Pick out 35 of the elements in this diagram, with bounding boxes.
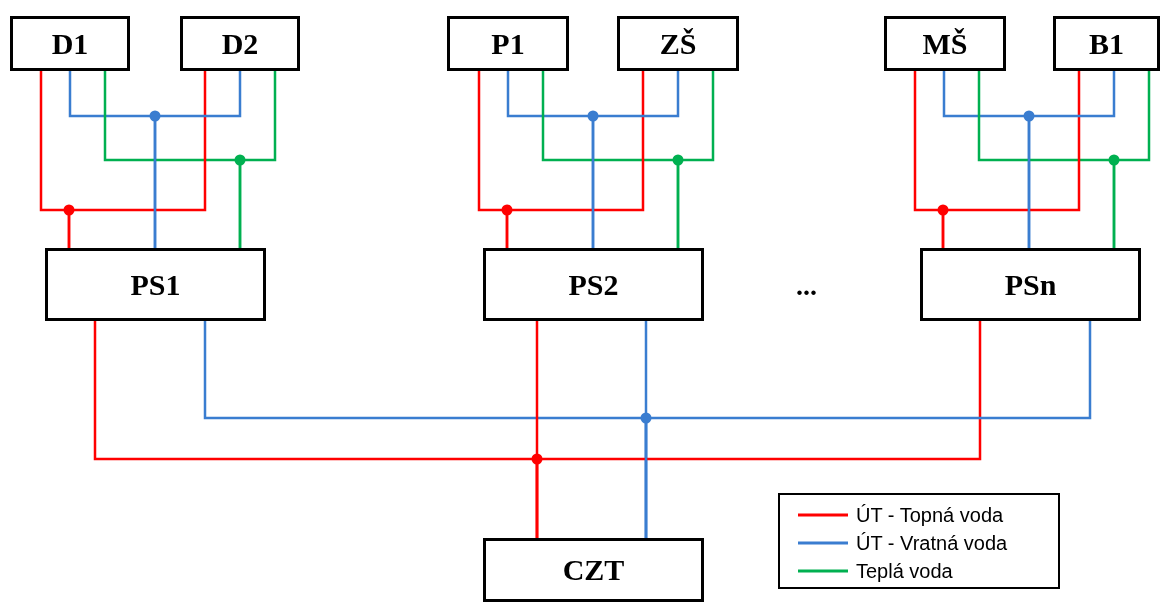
building-box <box>1053 16 1160 71</box>
pipe-line <box>676 71 715 248</box>
substation-box <box>920 248 1141 321</box>
pipe-line <box>591 71 680 248</box>
pipe-line <box>1027 71 1116 248</box>
building-box <box>447 16 569 71</box>
substation-box <box>45 248 266 321</box>
node-label: D1 <box>51 26 89 61</box>
pipe-line <box>153 71 242 248</box>
node-label: ZŠ <box>659 26 697 61</box>
legend-text: ÚT - Topná voda <box>856 503 1004 527</box>
pipe-line <box>644 321 1092 538</box>
building-box <box>180 16 300 71</box>
pipe-line <box>67 71 207 248</box>
building-box <box>617 16 739 71</box>
node-label: P1 <box>491 26 525 61</box>
substation-box <box>483 248 704 321</box>
node-label: B1 <box>1089 26 1124 61</box>
heat-source-box <box>483 538 704 602</box>
ellipsis-text: ... <box>796 270 817 302</box>
legend-text: ÚT - Vratná voda <box>856 531 1008 555</box>
node-label: CZT <box>562 553 625 587</box>
node-label: PS2 <box>568 267 619 302</box>
node-label: PSn <box>1004 267 1057 302</box>
node-label: MŠ <box>922 26 968 61</box>
pipe-line <box>941 71 1081 248</box>
building-box <box>884 16 1006 71</box>
node-label: D2 <box>221 26 259 61</box>
pipe-line <box>535 321 982 538</box>
pipe-line <box>238 71 277 248</box>
node-label: PS1 <box>130 267 181 302</box>
pipe-line <box>505 71 645 248</box>
pipe-line <box>1112 71 1151 248</box>
legend-text: Teplá voda <box>856 559 953 583</box>
building-box <box>10 16 130 71</box>
